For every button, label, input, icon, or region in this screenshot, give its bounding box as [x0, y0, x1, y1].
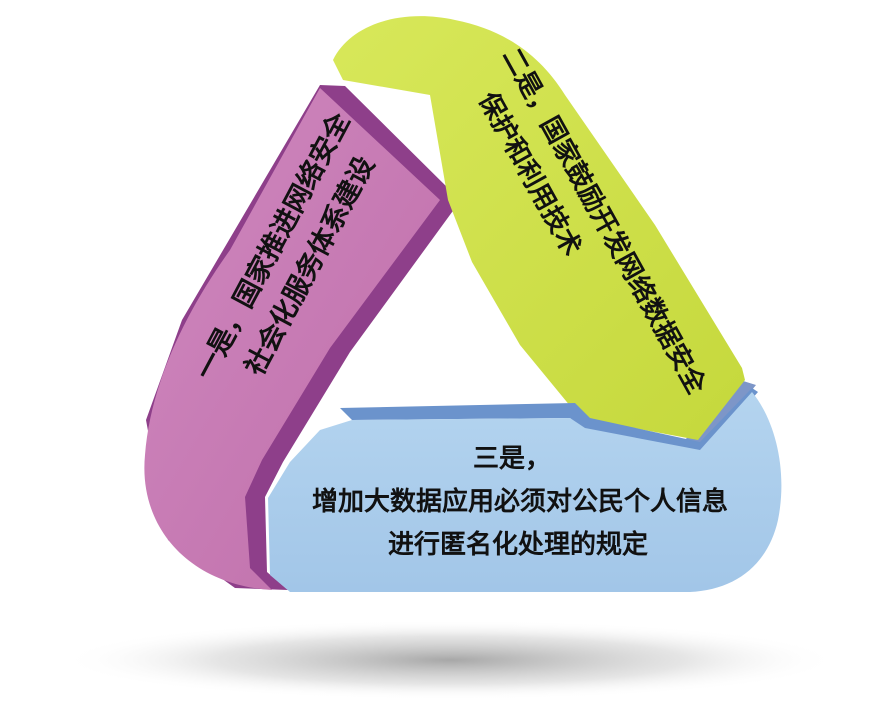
segment-bottom-edge	[340, 388, 758, 452]
segment-bottom	[268, 388, 782, 592]
segment-bottom-line3: 进行匿名化处理的规定	[388, 529, 648, 560]
segment-left-face	[144, 88, 441, 590]
segment-bottom-line2: 增加大数据应用必须对公民个人信息	[312, 486, 728, 517]
segment-bottom-line1: 三是，	[473, 444, 551, 474]
segment-right-edge	[685, 380, 756, 452]
segment-right-face	[333, 16, 745, 440]
segment-left	[144, 85, 455, 590]
floor-shadow	[60, 620, 840, 700]
segment-bottom-text: 三是， 增加大数据应用必须对公民个人信息 进行匿名化处理的规定	[312, 444, 728, 560]
segment-right	[333, 16, 756, 452]
segment-bottom-face	[268, 392, 782, 592]
